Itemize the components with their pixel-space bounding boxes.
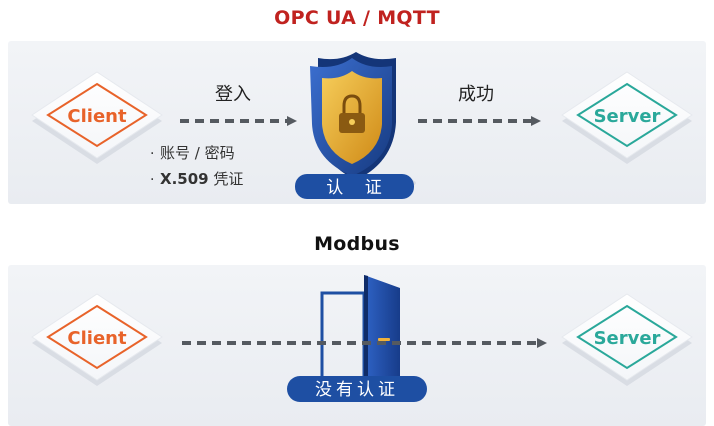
credential-x509-bold: X.509	[160, 170, 209, 188]
modbus-title: Modbus	[314, 233, 400, 255]
no-auth-badge	[287, 376, 427, 402]
credential-bullet-2: ·	[150, 172, 154, 188]
client-node-top: Client	[31, 71, 163, 164]
success-label: 成功	[458, 84, 494, 105]
credential-x509-rest: 凭证	[209, 170, 244, 188]
client-node-bottom: Client	[31, 293, 163, 386]
credential-bullet-1: ·	[150, 146, 154, 162]
server-label: Server	[594, 328, 661, 349]
server-label: Server	[594, 106, 661, 127]
opc-ua-mqtt-title: OPC UA / MQTT	[274, 7, 440, 29]
shield-lock-icon	[296, 52, 416, 192]
auth-badge-label: 认 证	[326, 178, 382, 198]
login-label: 登入	[215, 84, 251, 105]
credential-account-password: 账号 / 密码	[160, 144, 235, 162]
credential-x509: X.509 凭证	[160, 170, 243, 188]
server-node-top: Server	[561, 71, 693, 164]
auth-badge	[295, 174, 414, 199]
client-label: Client	[67, 106, 127, 127]
client-label: Client	[67, 328, 127, 349]
no-auth-badge-label: 没有认证	[315, 380, 399, 400]
server-node-bottom: Server	[561, 293, 693, 386]
